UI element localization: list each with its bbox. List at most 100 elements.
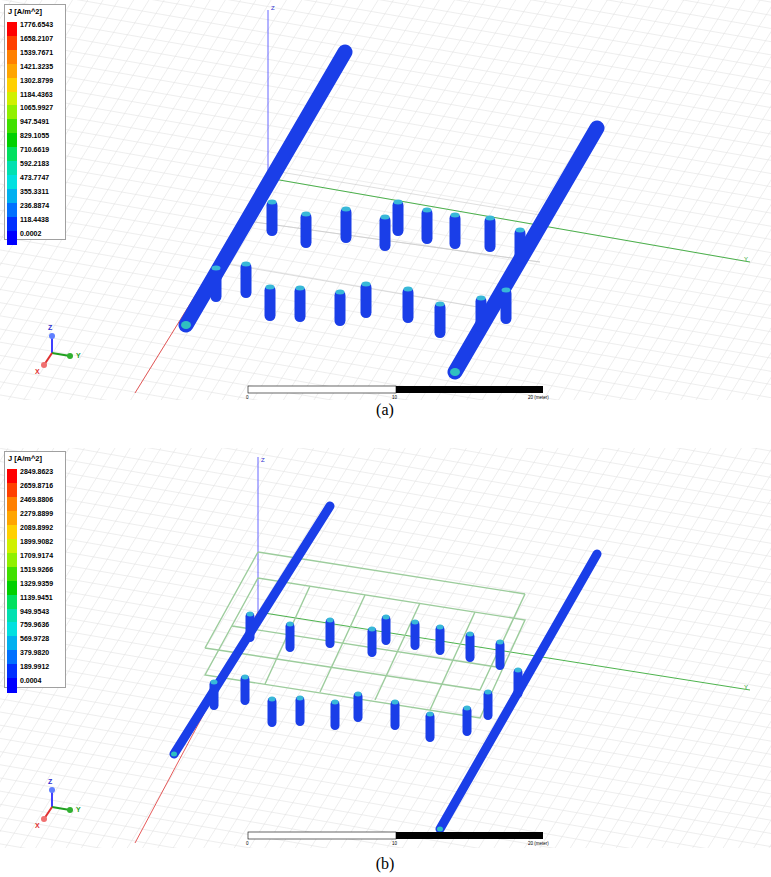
- grid-line: [0, 448, 771, 795]
- post-top: [515, 668, 522, 673]
- grid-line: [0, 364, 771, 400]
- post-top: [412, 620, 419, 625]
- legend-swatch: [7, 469, 17, 483]
- grid-line: [0, 352, 771, 400]
- grid-line: [0, 0, 771, 400]
- grid-line: [0, 448, 771, 848]
- triad-label: Z: [48, 324, 52, 331]
- grid-line: [161, 0, 771, 400]
- legend-value: 592.2183: [20, 160, 49, 167]
- grid-line: [261, 448, 771, 848]
- grid-line: [0, 448, 771, 640]
- grid-line: [285, 0, 771, 400]
- grid-line: [0, 448, 213, 848]
- grid-line: [289, 448, 771, 848]
- post-top: [287, 622, 294, 627]
- grid-line: [0, 448, 771, 842]
- grid-line: [234, 448, 771, 848]
- grid-line: [409, 0, 771, 400]
- legend-swatch: [7, 105, 17, 119]
- grid-line: [0, 0, 771, 325]
- grid-line: [0, 0, 155, 400]
- foundation-posts: [211, 200, 526, 339]
- grid-line: [0, 798, 771, 848]
- grid-line: [23, 0, 771, 400]
- grid-line: [0, 448, 771, 848]
- triad-label: X: [35, 822, 40, 829]
- grid-line: [0, 656, 771, 849]
- grid-line: [0, 667, 771, 848]
- grid-line: [0, 448, 751, 848]
- grid-line: [0, 448, 738, 848]
- grid-line: [313, 0, 771, 400]
- grid-line: [0, 0, 734, 400]
- legend-value: 1776.6543: [20, 21, 53, 28]
- post-top: [242, 262, 251, 267]
- legend-value: 1421.3235: [20, 63, 53, 70]
- legend-value: 1539.7671: [20, 49, 53, 56]
- post-top: [355, 692, 362, 697]
- grid-line: [0, 0, 771, 400]
- post: [286, 622, 295, 652]
- triad-label: Y: [76, 352, 81, 359]
- grid-line: [0, 448, 771, 848]
- grid-line: [192, 448, 771, 848]
- grid-line: [0, 448, 771, 848]
- grid-line: [0, 0, 771, 51]
- legend-value: 236.8874: [20, 202, 49, 209]
- grid-line: [0, 257, 771, 400]
- post: [267, 200, 278, 236]
- grid-line: [0, 55, 771, 400]
- grid-line: [0, 0, 771, 400]
- post: [331, 700, 340, 730]
- grid-line: [0, 846, 771, 848]
- legend-value: 2469.8806: [20, 496, 53, 503]
- legend-swatch: [7, 36, 17, 50]
- grid-line: [0, 0, 771, 400]
- rod-end: [171, 752, 177, 757]
- grid-line: [92, 0, 771, 400]
- scale-bar: [248, 386, 543, 393]
- scale-text: 20 (meter): [528, 396, 549, 401]
- grid-line: [0, 0, 771, 400]
- legend-value: 949.9543: [20, 608, 49, 615]
- grid-line: [0, 0, 771, 111]
- grid-line: [0, 448, 771, 449]
- grid-line: [371, 448, 771, 848]
- post: [361, 282, 372, 318]
- legend-value: 0.0002: [20, 230, 41, 237]
- post: [476, 296, 487, 332]
- grid-line: [0, 0, 771, 146]
- legend-swatch: [7, 133, 17, 147]
- grid-line: [0, 0, 771, 400]
- grid-line: [0, 448, 771, 735]
- z-axis: [258, 457, 259, 612]
- z-axis: [268, 10, 269, 178]
- grid-line: [0, 448, 448, 848]
- grid-line: [0, 103, 771, 401]
- grid-line: [0, 0, 771, 372]
- legend-title: J [A/m^2]: [8, 455, 42, 463]
- legend-value: 1329.9359: [20, 580, 53, 587]
- grid-line: [0, 0, 771, 400]
- post: [211, 266, 222, 302]
- grid-line: [0, 448, 145, 848]
- legend-value: 2279.8899: [20, 510, 53, 517]
- grid-line: [137, 448, 771, 848]
- grid-line: [0, 0, 771, 400]
- grid-line: [0, 448, 641, 848]
- post-top: [436, 302, 445, 307]
- grid-line: [344, 448, 771, 848]
- grid-line: [399, 448, 771, 848]
- triad-label: X: [35, 368, 40, 375]
- legend-value: 947.5491: [20, 118, 49, 125]
- legend-swatch: [7, 189, 17, 203]
- grid-line: [0, 560, 771, 848]
- legend-value: 1065.9927: [20, 104, 53, 111]
- grid-line: [0, 0, 771, 313]
- legend-swatch: [7, 664, 17, 678]
- post: [514, 668, 523, 698]
- grid-line: [0, 91, 771, 400]
- axis-label: Z: [271, 5, 275, 11]
- grid-line: [0, 448, 771, 723]
